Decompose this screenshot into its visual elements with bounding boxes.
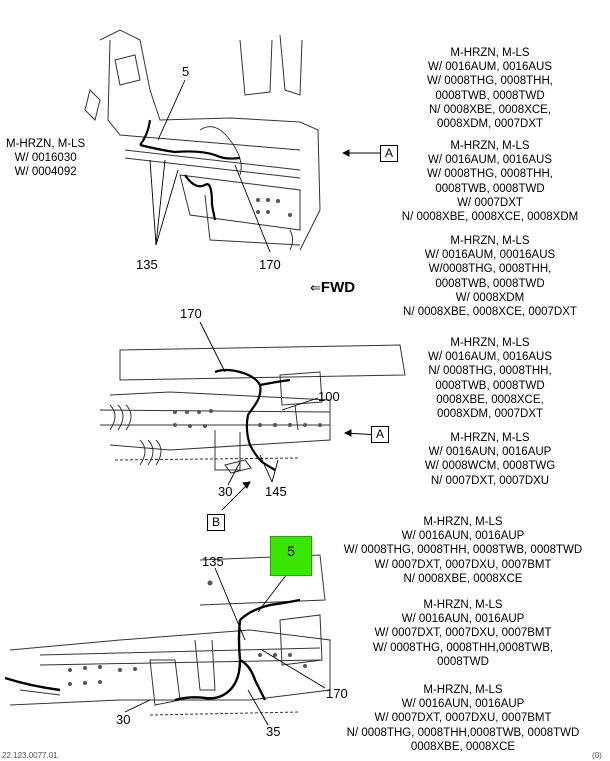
note-right-6: M-HRZN, M-LS W/ 0016AUN, 0016AUP W/ 0008… [343,516,583,585]
forward-arrow-icon: ⇐ [310,280,321,295]
note-right-7: M-HRZN, M-LS W/ 0016AUN, 0016AUP W/ 0007… [372,599,554,668]
forward-indicator: ⇐FWD [310,279,355,296]
note-right-1: M-HRZN, M-LS W/ 0016AUM, 0016AUS W/ 0008… [427,47,553,131]
view-label-a-top: A [380,145,398,162]
callout-135-bot: 135 [202,554,224,569]
middle-harness [214,368,291,471]
top-view-drawing [84,29,321,251]
footer-page-ref: (0) [592,751,602,760]
callout-135-top: 135 [136,257,158,272]
callout-170-top: 170 [259,257,281,272]
bottom-harness [4,598,301,702]
top-harness [139,119,241,221]
highlight-callout-5[interactable]: 5 [270,536,312,576]
forward-label: FWD [320,279,356,296]
bottom-view-drawing [9,554,331,716]
callout-30-mid: 30 [218,484,233,499]
callout-100-mid: 100 [318,389,340,404]
note-right-8: M-HRZN, M-LS W/ 0016AUN, 0016AUP W/ 0007… [346,684,580,753]
view-label-b: B [207,514,225,531]
callout-170-bot: 170 [326,686,348,701]
note-top-left: M-HRZN, M-LS W/ 0016030 W/ 0004092 [6,138,86,179]
callout-170-mid: 170 [180,306,202,321]
callout-5-top: 5 [182,64,190,79]
footer-drawing-number: 22.123.0077.01 [2,751,58,760]
view-label-a-mid: A [371,426,389,443]
callout-30-bot: 30 [116,712,131,727]
note-right-4: M-HRZN, M-LS W/ 0016AUM, 0016AUS N/ 0008… [427,337,552,421]
note-right-5: M-HRZN, M-LS W/ 0016AUN, 0016AUP W/ 0008… [424,432,556,487]
callout-145-mid: 145 [265,484,287,499]
note-right-2: M-HRZN, M-LS W/ 0016AUM, 0016AUS W/ 0008… [401,140,579,224]
callout-35-bot: 35 [266,724,281,739]
note-right-3: M-HRZN, M-LS W/ 0016AUM, 00016AUS W/0008… [403,235,577,319]
